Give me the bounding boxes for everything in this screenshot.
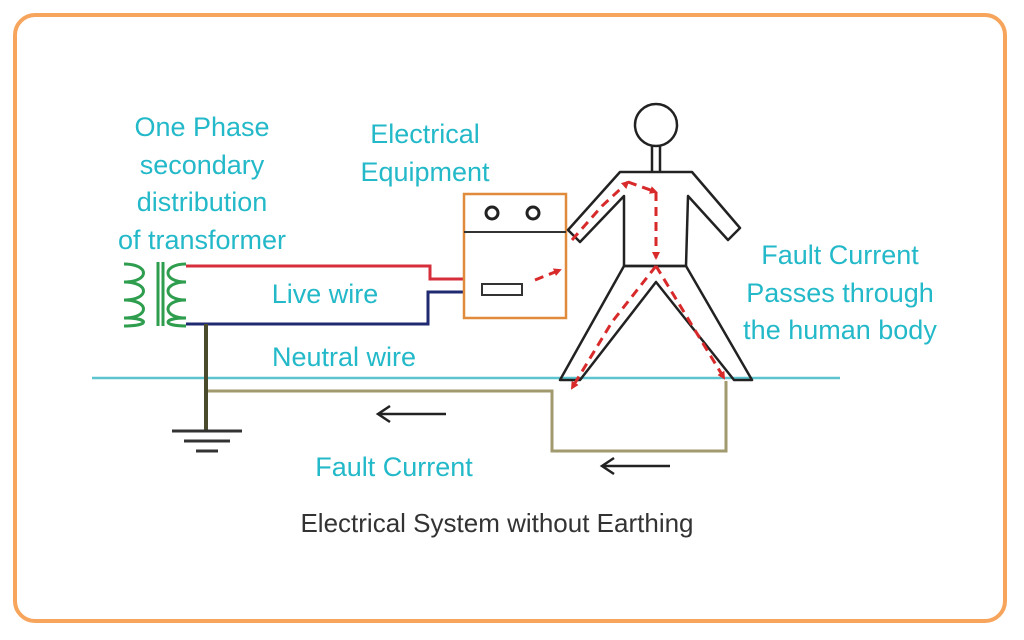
fault-current-body-label: Fault Current Passes through the human b…: [743, 240, 937, 345]
transformer-coil-icon: [123, 262, 187, 328]
ground-symbol-icon: [172, 429, 242, 453]
fault-return-path: [208, 381, 728, 453]
body-fault-current-path: [534, 180, 726, 390]
fault-current-label: Fault Current: [315, 452, 473, 482]
svg-text:of transformer: of transformer: [118, 225, 286, 255]
neutral-wire-label: Neutral wire: [272, 342, 416, 372]
electrical-equipment-box: [462, 192, 568, 320]
svg-text:Fault Current: Fault Current: [761, 240, 919, 270]
svg-text:One Phase: One Phase: [134, 112, 269, 142]
transformer-label: One Phase secondary distribution of tran…: [118, 112, 286, 255]
svg-text:secondary: secondary: [140, 150, 265, 180]
diagram-caption: Electrical System without Earthing: [300, 508, 693, 538]
equipment-label: Electrical Equipment: [360, 119, 490, 187]
neutral-wire: [186, 290, 480, 326]
svg-text:Equipment: Equipment: [360, 157, 490, 187]
svg-text:Electrical: Electrical: [370, 119, 480, 149]
live-wire-label: Live wire: [272, 279, 379, 309]
svg-text:Passes through: Passes through: [746, 278, 934, 308]
svg-text:the human body: the human body: [743, 315, 937, 345]
return-arrow-icon: [375, 404, 670, 476]
svg-text:distribution: distribution: [137, 187, 268, 217]
